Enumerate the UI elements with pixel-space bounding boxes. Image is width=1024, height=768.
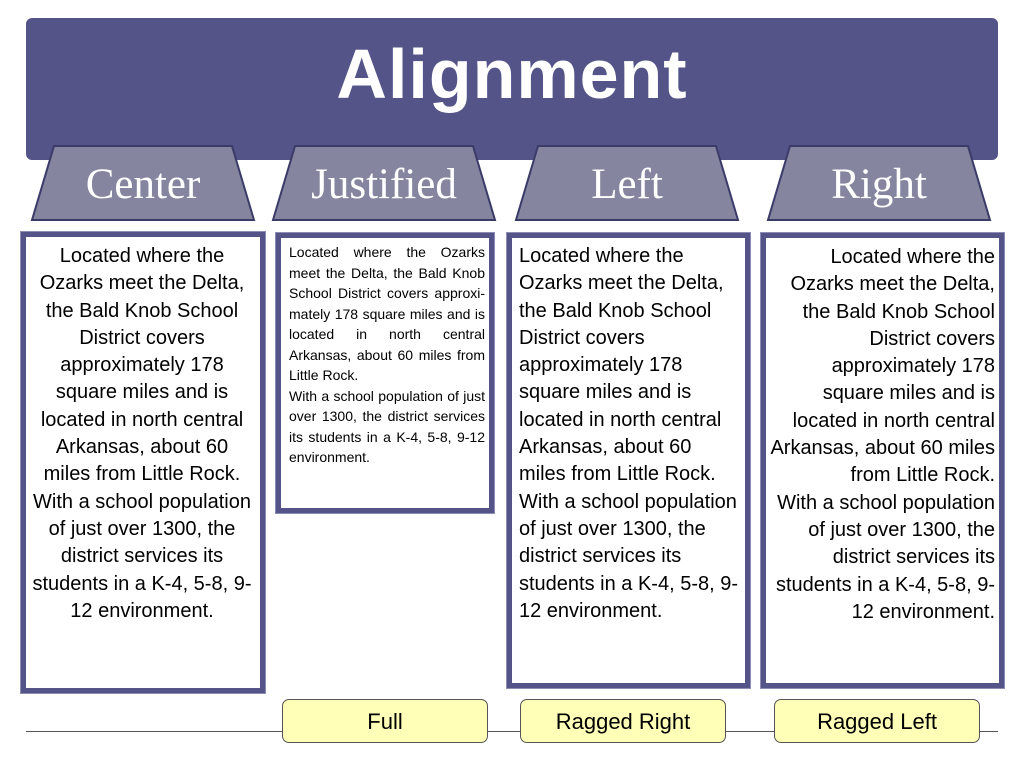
- tab-center: Center: [30, 144, 256, 222]
- center-aligned-box: Located where the Ozarks meet the Delta,…: [21, 232, 265, 693]
- justified-box: Located where the Ozarks meet the Delta,…: [276, 233, 494, 513]
- tab-label-right: Right: [831, 161, 927, 208]
- tab-shape: [271, 145, 497, 221]
- tab-shape: [30, 145, 256, 221]
- label-ragged-right: Ragged Right: [520, 699, 726, 743]
- tab-label-left: Left: [591, 161, 663, 208]
- paragraph-2: With a school population of just over 13…: [519, 490, 739, 622]
- left-aligned-text: Located where the Ozarks meet the Delta,…: [512, 238, 745, 625]
- center-aligned-text: Located where the Ozarks meet the Delta,…: [26, 237, 260, 625]
- tab-shape: [514, 145, 740, 221]
- tab-label-justified: Justified: [311, 161, 457, 208]
- paragraph-1: Located where the Ozarks meet the Delta,…: [519, 245, 724, 486]
- label-ragged-left: Ragged Left: [774, 699, 980, 743]
- paragraph-1: Located where the Ozarks meet the Delta,…: [770, 246, 995, 487]
- paragraph-2: With a school population of just over 13…: [289, 387, 485, 466]
- justified-text: Located where the Ozarks meet the Delta,…: [281, 238, 489, 468]
- right-aligned-text: Located where the Ozarks meet the Delta,…: [766, 238, 999, 626]
- right-aligned-box: Located where the Ozarks meet the Delta,…: [761, 233, 1004, 688]
- paragraph-2: With a school population of just over 13…: [775, 491, 995, 623]
- tab-left: Left: [514, 144, 740, 222]
- tab-label-center: Center: [85, 161, 201, 208]
- tab-right: Right: [766, 144, 992, 222]
- bottom-rule: [26, 731, 998, 732]
- paragraph-1: Located where the Ozarks meet the Delta,…: [39, 245, 245, 486]
- title-banner: [26, 18, 998, 160]
- tab-shape: [766, 145, 992, 221]
- label-full: Full: [282, 699, 488, 743]
- paragraph-2: With a school population of just over 13…: [32, 490, 252, 622]
- slide-title: Alignment: [336, 35, 688, 113]
- tab-justified: Justified: [271, 144, 497, 222]
- paragraph-1: Located where the Ozarks meet the Delta,…: [289, 244, 485, 383]
- left-aligned-box: Located where the Ozarks meet the Delta,…: [507, 233, 750, 688]
